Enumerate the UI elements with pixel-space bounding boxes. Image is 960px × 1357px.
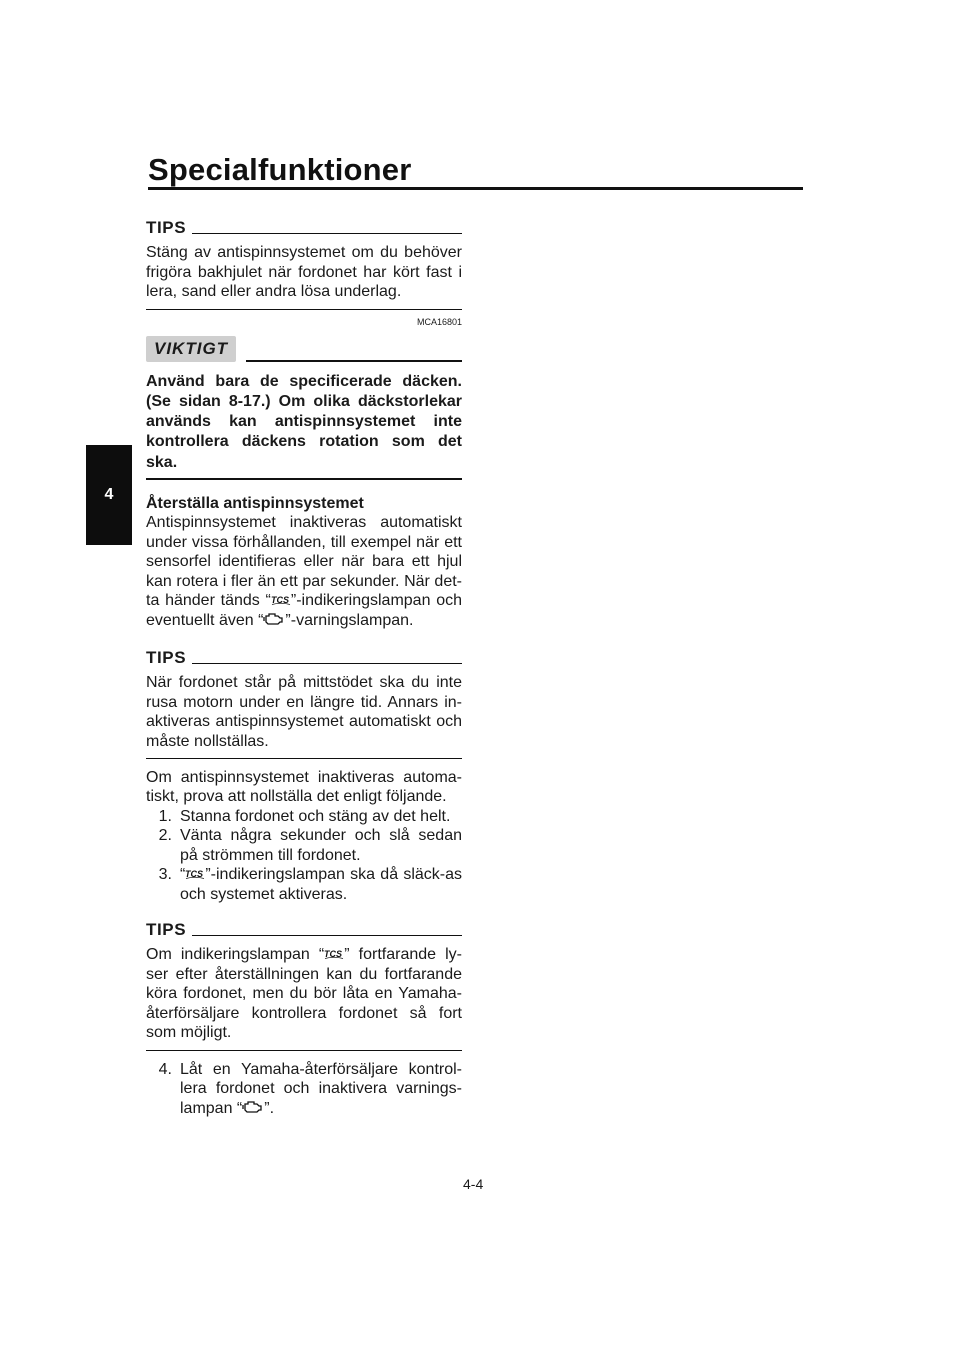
procedure-steps: 1. Stanna fordonet och stäng av det helt… <box>146 807 462 904</box>
tips-heading-rule <box>192 663 462 665</box>
notice-heading-rule <box>246 359 462 362</box>
step-text: Stanna fordonet och stäng av det helt. <box>180 807 451 825</box>
step-text-part: ”-indikeringslampan ska då släck-as och … <box>180 866 462 903</box>
procedure-intro: Om antispinnsystemet inaktiveras automa-… <box>146 769 462 806</box>
tips-heading-rule <box>192 233 462 235</box>
step-text-part: “ <box>180 866 186 884</box>
page-number: 4-4 <box>463 1176 484 1192</box>
tips-heading: TIPS <box>146 648 462 667</box>
tips-end-rule <box>146 1049 462 1051</box>
step-number: 4. <box>158 1061 172 1078</box>
tips-heading-label: TIPS <box>146 648 187 667</box>
tcs-indicator-icon: TCS <box>185 865 205 884</box>
list-item: 1. Stanna fordonet och stäng av det helt… <box>146 807 462 826</box>
section-paragraph: Antispinnsystemet inaktiveras automatisk… <box>146 513 462 630</box>
step-number: 2. <box>158 827 172 845</box>
step-text: Vänta några sekunder och slå sedan på st… <box>180 827 462 864</box>
list-item: 4. Låt en Yamaha-återförsäljare kontrol-… <box>146 1060 462 1118</box>
tcs-indicator-icon: TCS <box>324 945 344 964</box>
procedure-step-4: 4. Låt en Yamaha-återförsäljare kontrol-… <box>146 1060 462 1118</box>
notice-heading: VIKTIGT <box>146 336 462 362</box>
page-title: Specialfunktioner <box>148 152 412 187</box>
tips-heading-rule <box>192 935 462 937</box>
notice-box: MCA16801 VIKTIGT Använd bara de specific… <box>146 313 462 480</box>
svg-text:TCS: TCS <box>185 869 203 879</box>
notice-code: MCA16801 <box>416 317 462 327</box>
step-number: 3. <box>158 866 172 884</box>
svg-text:TCS: TCS <box>324 949 342 959</box>
tips-end-rule <box>146 308 462 310</box>
step-number: 1. <box>158 807 172 825</box>
tips-text: Om indikeringslampan “TCS” fortfarande l… <box>146 945 462 1042</box>
list-item: 3. “TCS”-indikeringslampan ska då släck-… <box>146 865 462 904</box>
step-text-part: Låt en Yamaha-återförsäljare kontrol-ler… <box>180 1061 462 1117</box>
paragraph-text: ”-varningslampan. <box>285 611 414 629</box>
tips-box-3: TIPS Om indikeringslampan “TCS” fortfara… <box>146 920 462 1051</box>
tips-text-part: Om indikeringslampan “ <box>146 946 325 964</box>
engine-warning-icon <box>242 1099 264 1118</box>
chapter-tab: 4 <box>86 445 132 545</box>
notice-text: Använd bara de specificerade däcken. (Se… <box>146 372 462 471</box>
svg-text:TCS: TCS <box>271 595 289 605</box>
step-text: Låt en Yamaha-återförsäljare kontrol-ler… <box>180 1060 462 1118</box>
notice-end-rule <box>146 477 462 480</box>
reset-section: Återställa antispinnsystemet Antispinnsy… <box>146 494 462 630</box>
list-item: 2. Vänta några sekunder och slå sedan på… <box>146 826 462 865</box>
tips-heading-label: TIPS <box>146 920 187 939</box>
tips-box-2: TIPS När fordonet står på mittstödet ska… <box>146 648 462 760</box>
paragraph-text: Antispinnsystemet inaktiveras automatisk… <box>146 514 462 610</box>
tips-end-rule <box>146 758 462 760</box>
tcs-indicator-icon: TCS <box>271 591 291 610</box>
tips-heading: TIPS <box>146 920 462 939</box>
tips-heading-label: TIPS <box>146 218 187 237</box>
tips-text-part: ” fortfarande ly-ser efter återställning… <box>146 946 462 1042</box>
procedure: Om antispinnsystemet inaktiveras automa-… <box>146 768 462 904</box>
tips-heading: TIPS <box>146 218 462 237</box>
tips-text: Stäng av antispinnsystemet om du behöver… <box>146 244 462 301</box>
paragraph-text: ”-indikeringslampan och eventuellt även … <box>146 592 463 629</box>
step-text-part: ”. <box>264 1099 275 1117</box>
title-rule <box>148 187 803 190</box>
step-text: “TCS”-indikeringslampan ska då släck-as … <box>180 865 462 904</box>
engine-warning-icon <box>263 611 285 630</box>
section-heading: Återställa antispinnsystemet <box>146 495 364 512</box>
notice-label: VIKTIGT <box>146 336 237 362</box>
tips-text: När fordonet står på mittstödet ska du i… <box>146 674 462 750</box>
tips-box-1: TIPS Stäng av antispinnsystemet om du be… <box>146 218 462 310</box>
